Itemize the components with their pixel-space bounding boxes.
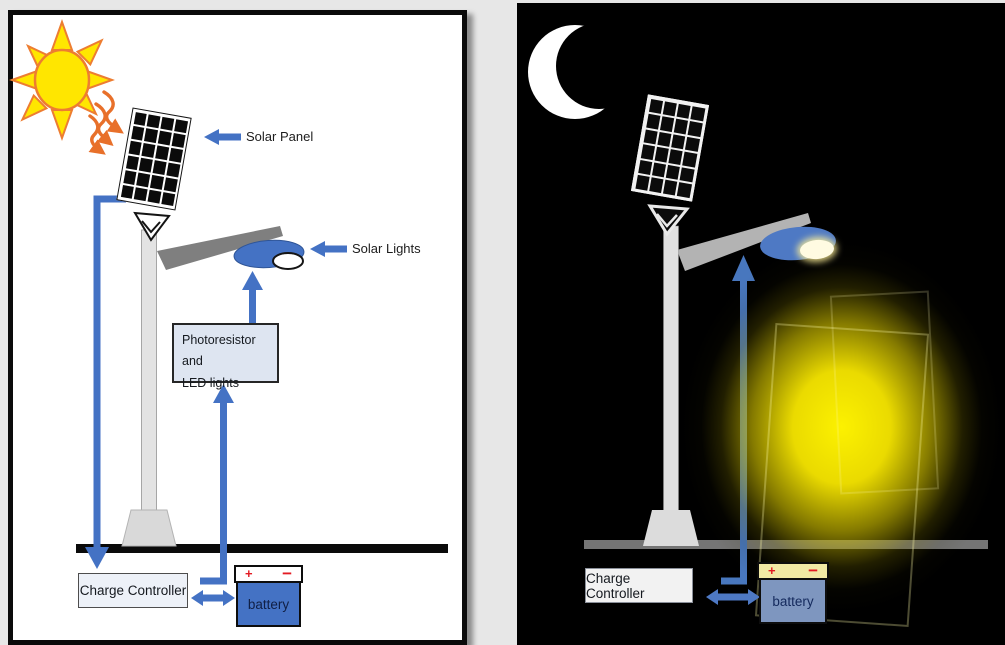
day-battery-body: battery	[236, 583, 301, 627]
day-battery: + − battery	[234, 565, 303, 627]
sun-icon	[9, 19, 115, 141]
sunlight-rays-icon	[88, 90, 124, 155]
day-battery-label: battery	[247, 596, 290, 612]
day-charge-controller-label: Charge Controller	[79, 583, 187, 598]
night-pole-base	[643, 510, 699, 546]
crescent-moon-icon	[528, 23, 642, 119]
day-street-lamp	[233, 239, 305, 270]
night-battery-body: battery	[759, 580, 827, 624]
day-panel-mount	[133, 211, 171, 242]
day-charge-controller-box: Charge Controller	[78, 573, 188, 608]
night-panel-mount	[647, 204, 690, 237]
day-lamp-arm	[157, 226, 283, 270]
day-wire-battery-to-photoresistor-arrow	[200, 384, 234, 585]
day-ground-line	[76, 544, 448, 553]
photoresistor-box-line1: Photoresistor and	[182, 333, 256, 369]
night-battery: + − battery	[757, 562, 829, 624]
night-charge-controller-box: Charge Controller	[585, 568, 693, 603]
night-wire-battery-to-lamp-arrow	[721, 255, 755, 585]
solar-lights-label: Solar Lights	[352, 241, 421, 256]
day-double-arrow-controller-battery	[191, 590, 235, 606]
solar-panel-label-arrow	[204, 129, 241, 145]
night-battery-label: battery	[772, 593, 814, 609]
photoresistor-led-box: Photoresistor and LED lights	[172, 323, 279, 390]
night-pole	[663, 225, 679, 515]
day-pole	[141, 229, 157, 515]
photoresistor-box-line2: LED lights	[182, 375, 239, 390]
day-pole-base	[121, 509, 177, 547]
solar-panel-label: Solar Panel	[246, 129, 314, 144]
day-battery-terminals: + −	[234, 565, 303, 583]
night-charge-controller-label: Charge Controller	[586, 570, 645, 601]
night-battery-terminals: + −	[757, 562, 829, 580]
day-wire-panel-to-controller-arrow	[85, 195, 126, 569]
solar-lights-label-arrow	[310, 241, 347, 257]
day-arrow-box-to-lamp	[242, 271, 263, 323]
